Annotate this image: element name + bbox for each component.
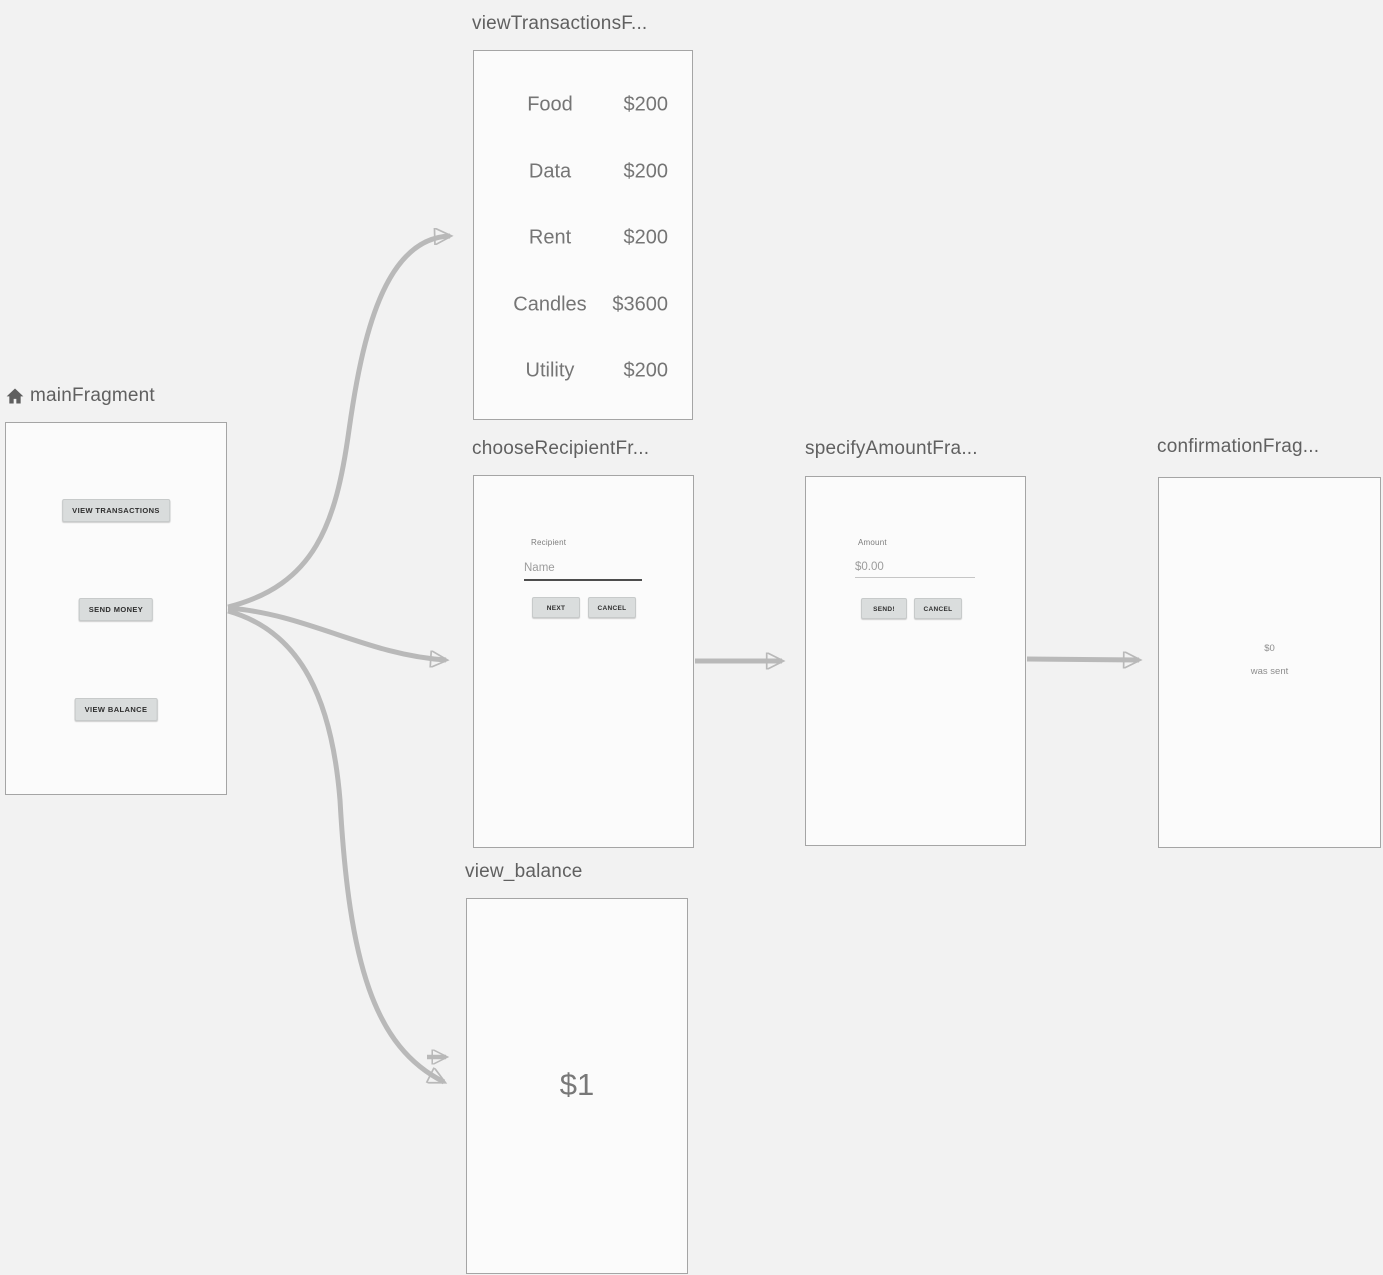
amount-input: $0.00 [855, 561, 884, 573]
amount-field-label: Amount [858, 538, 887, 547]
transaction-label: Rent [528, 226, 572, 249]
amount-input-underline [855, 577, 975, 578]
cancel-button: CANCEL [914, 598, 962, 619]
balance-text: $1 [559, 1067, 595, 1102]
transaction-row: Food $200 [474, 72, 692, 139]
transaction-amount: $200 [623, 160, 669, 183]
transaction-row: Candles $3600 [474, 272, 692, 339]
choose-recipient-fragment-title: chooseRecipientFr... [472, 438, 649, 460]
main-fragment-title: mainFragment [5, 385, 155, 407]
send-button: SEND! [861, 598, 907, 619]
view-balance-title-label: view_balance [465, 861, 583, 882]
view-balance-button: VIEW BALANCE [74, 698, 158, 721]
choose-recipient-fragment-card[interactable]: Recipient Name NEXT CANCEL [473, 475, 694, 848]
main-fragment-card[interactable]: VIEW TRANSACTIONS SEND MONEY VIEW BALANC… [5, 422, 227, 795]
view-balance-fragment-title: view_balance [465, 861, 583, 883]
specify-amount-fragment-title: specifyAmountFra... [805, 438, 978, 460]
transaction-amount: $200 [623, 226, 669, 249]
specify-amount-title-label: specifyAmountFra... [805, 438, 978, 459]
transaction-label: Utility [525, 359, 575, 382]
send-money-button: SEND MONEY [78, 598, 154, 621]
view-transactions-fragment-title: viewTransactionsF... [472, 13, 647, 35]
transaction-row: Rent $200 [474, 205, 692, 272]
transaction-label: Data [528, 160, 572, 183]
recipient-field-label: Recipient [531, 538, 567, 547]
transaction-amount: $3600 [612, 293, 668, 316]
transactions-list: Food $200 Data $200 Rent $200 Candles $3… [474, 72, 692, 405]
action-main-to-view-transactions[interactable] [227, 236, 450, 610]
action-specify-amount-to-confirmation[interactable] [1026, 659, 1139, 660]
confirmation-message-text: was sent [1250, 666, 1289, 677]
action-main-to-choose-recipient[interactable] [227, 605, 446, 660]
confirmation-title-label: confirmationFrag... [1157, 436, 1320, 457]
home-icon [5, 386, 25, 406]
transaction-label: Food [527, 93, 573, 116]
main-fragment-title-label: mainFragment [30, 385, 155, 406]
confirmation-fragment-title: confirmationFrag... [1157, 436, 1319, 458]
transaction-amount: $200 [623, 93, 669, 116]
cancel-button: CANCEL [588, 597, 636, 618]
view-transactions-fragment-card[interactable]: Food $200 Data $200 Rent $200 Candles $3… [473, 50, 693, 420]
transaction-label: Candles [513, 293, 587, 316]
recipient-name-input: Name [524, 562, 555, 574]
view-transactions-title-label: viewTransactionsF... [472, 13, 648, 34]
choose-recipient-title-label: chooseRecipientFr... [472, 438, 650, 459]
action-main-to-view-balance[interactable] [227, 608, 444, 1085]
transaction-amount: $200 [623, 359, 669, 382]
transaction-row: Data $200 [474, 139, 692, 206]
specify-amount-fragment-card[interactable]: Amount $0.00 SEND! CANCEL [805, 476, 1026, 846]
confirmation-fragment-card[interactable]: $0 was sent [1158, 477, 1381, 848]
recipient-input-underline [524, 579, 642, 581]
view-transactions-button: VIEW TRANSACTIONS [62, 499, 170, 522]
next-button: NEXT [532, 597, 580, 618]
transaction-row: Utility $200 [474, 338, 692, 405]
confirmation-amount-text: $0 [1264, 643, 1275, 654]
view-balance-fragment-card[interactable]: $1 [466, 898, 688, 1274]
